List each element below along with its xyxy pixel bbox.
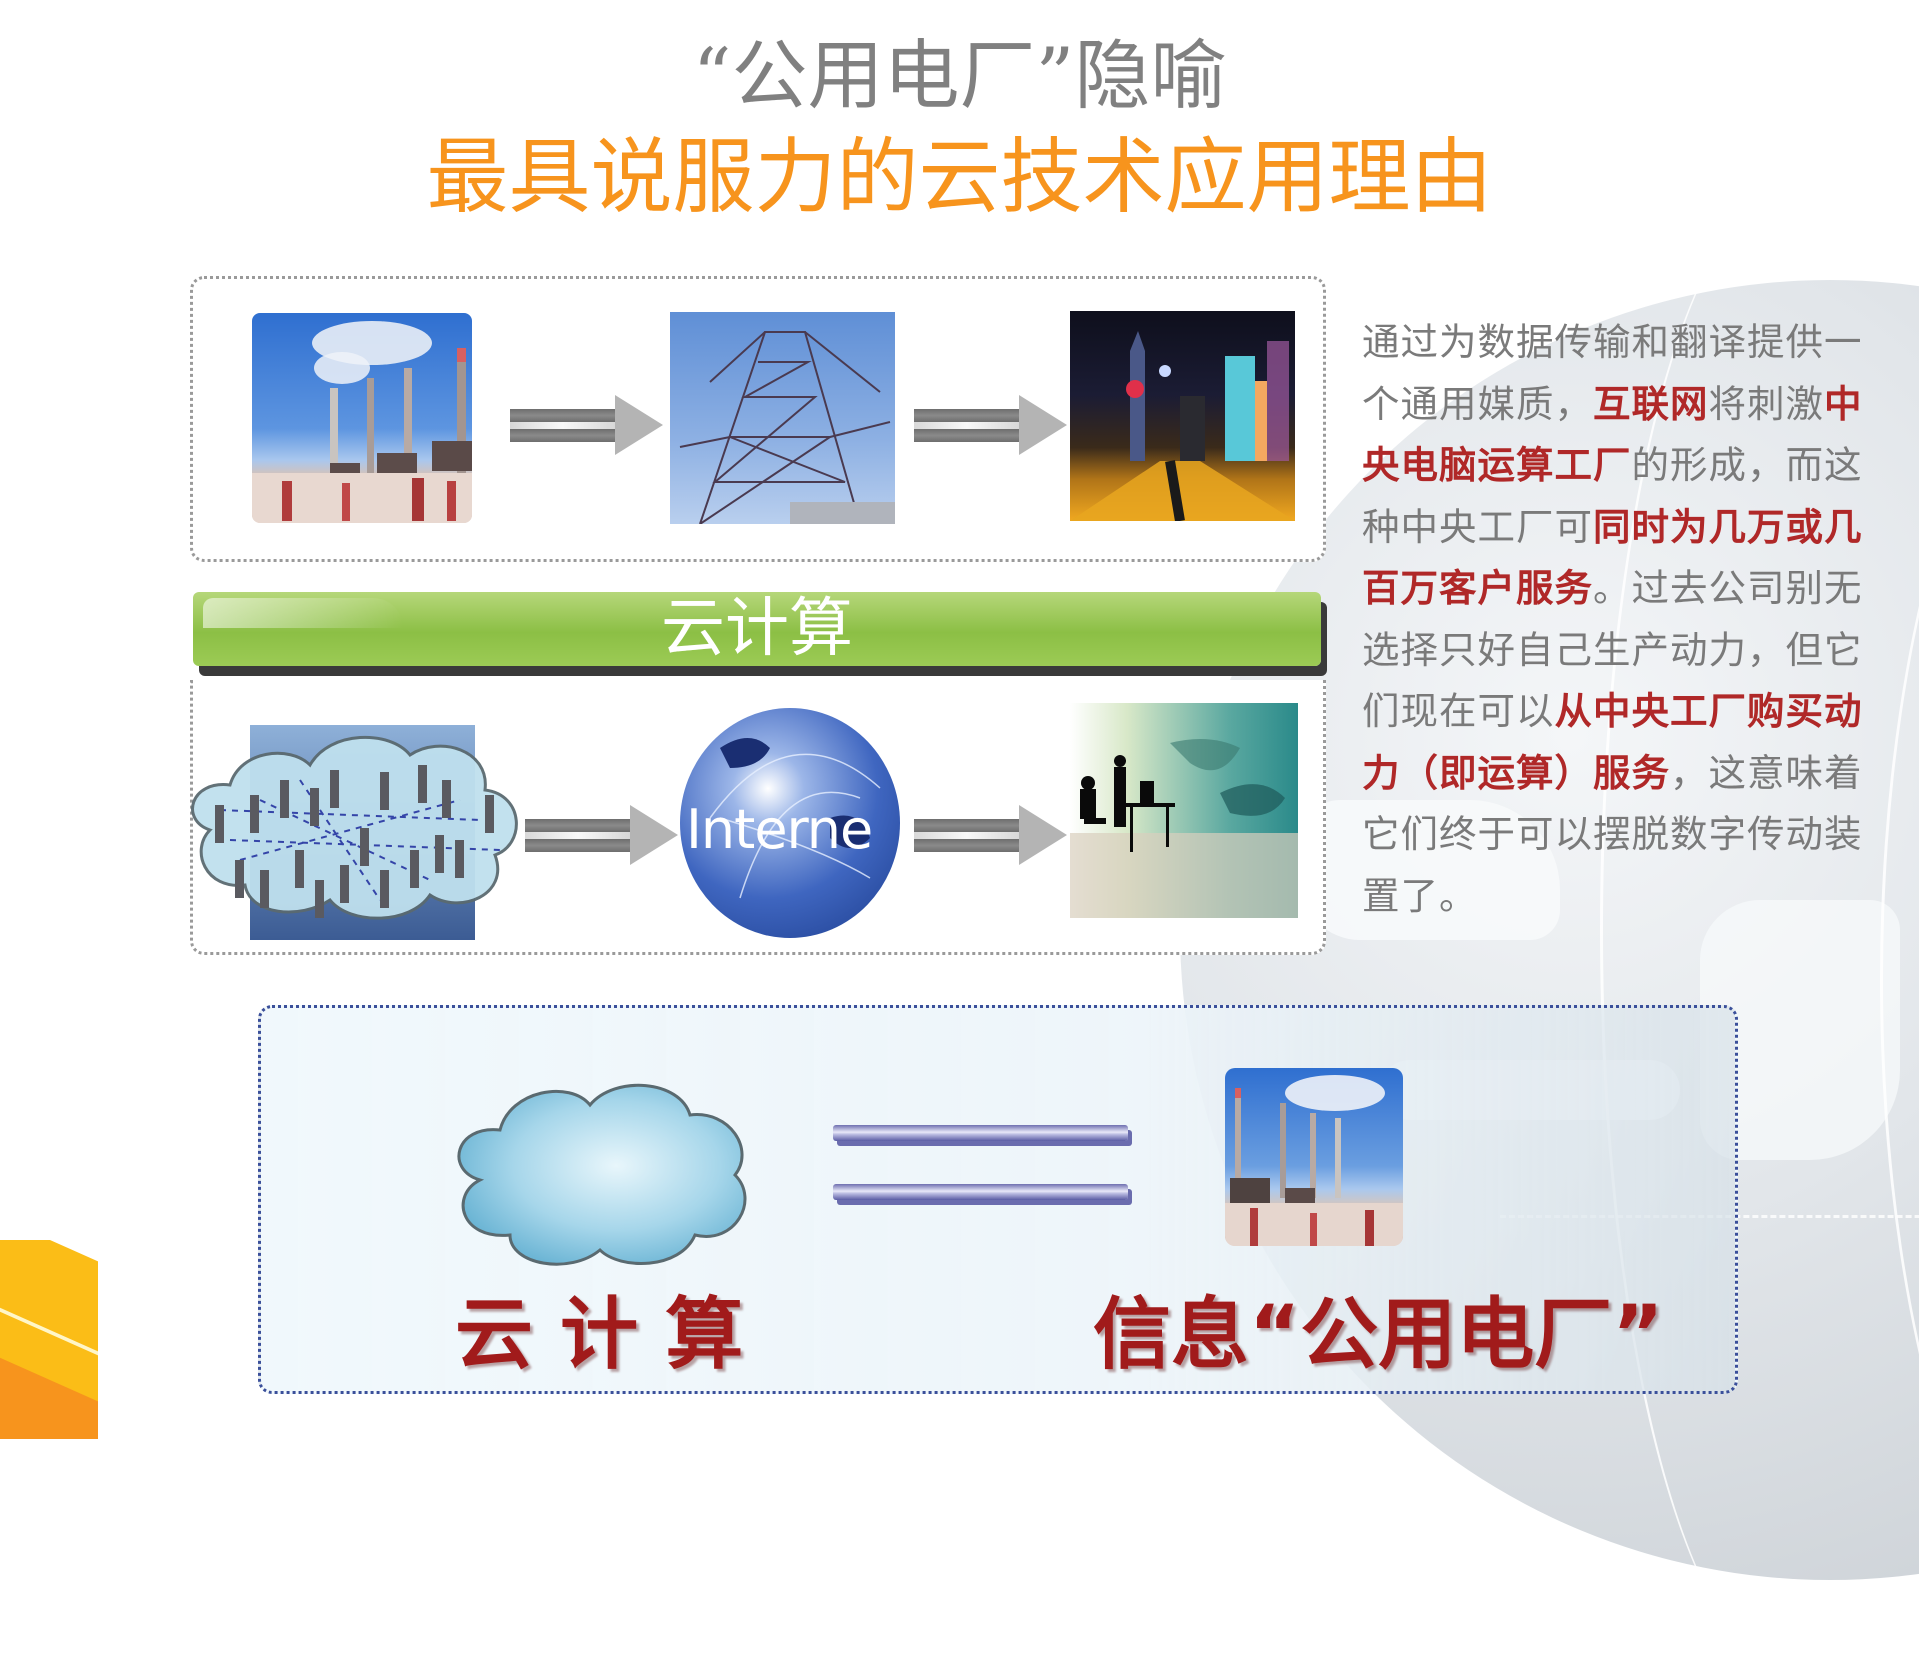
cloud-shape-icon <box>457 1083 747 1266</box>
power-plant-small-photo <box>1225 1068 1403 1246</box>
information-utility-label: 信息“公用电厂” <box>1093 1290 1664 1380</box>
arrow-right-icon <box>914 805 1074 865</box>
banner-label: 云计算 <box>661 592 853 666</box>
orange-swoosh-decoration <box>0 1240 98 1439</box>
worker-silhouette-icon <box>1070 739 1298 918</box>
cloud-computing-banner: 云计算 <box>193 592 1321 666</box>
internet-label: Interne <box>686 798 873 861</box>
desc-highlight-central-factory: 中央电脑运算工厂 <box>1362 381 1863 488</box>
arrow-right-icon <box>914 395 1074 455</box>
meridian-line <box>1880 280 1919 1680</box>
smokestacks-icon <box>252 321 472 523</box>
smokestacks-icon <box>1225 1075 1403 1246</box>
cloud-servers-icon <box>191 735 518 920</box>
network-arcs-icon <box>709 738 881 899</box>
cloud-icon <box>440 1070 760 1270</box>
title-subtitle: 最具说服力的云技术应用理由 <box>426 130 1493 225</box>
arrow-right-icon <box>510 395 670 455</box>
desc-highlight-serve-millions: 同时为几万或几百万客户服务 <box>1362 504 1863 611</box>
desc-text: 将刺激 <box>1708 381 1824 426</box>
cloud-computing-label: 云 计 算 <box>455 1290 744 1380</box>
description-paragraph: 通过为数据传输和翻译提供一个通用媒质，互联网将刺激中央电脑运算工厂的形成，而这种… <box>1362 312 1882 927</box>
city-night-photo <box>1070 311 1295 521</box>
desc-text: 。过去公司别无选择只好自己生产动力，但它们现在可以 <box>1362 566 1863 733</box>
server-cloud-image <box>180 710 535 940</box>
desc-highlight-buy-computing: 从中央工厂购买动力（即运算）服务 <box>1362 689 1863 795</box>
internet-globe-image: Interne <box>680 708 900 938</box>
equals-sign-bottom-bar <box>833 1184 1128 1200</box>
meridian-line <box>1600 180 1919 1680</box>
skyline-icon <box>1070 331 1295 521</box>
continent-shape <box>1300 800 1560 940</box>
equals-sign-top-bar <box>833 1125 1128 1141</box>
desc-text: ，这意味着它们终于可以摆脱数字传动装置了。 <box>1362 750 1863 918</box>
transmission-tower-photo <box>670 312 895 524</box>
title-metaphor: “公用电厂”隐喻 <box>692 31 1227 120</box>
pylon-icon <box>679 331 895 524</box>
desc-text: 的形成，而这种中央工厂可 <box>1362 443 1863 549</box>
office-worker-world-map-image <box>1070 703 1298 918</box>
desc-text: 通过为数据传输和翻译提供一个通用媒质， <box>1362 320 1863 426</box>
power-plant-photo <box>252 313 472 523</box>
desc-highlight-internet: 互联网 <box>1593 381 1709 426</box>
arrow-right-icon <box>525 805 685 865</box>
